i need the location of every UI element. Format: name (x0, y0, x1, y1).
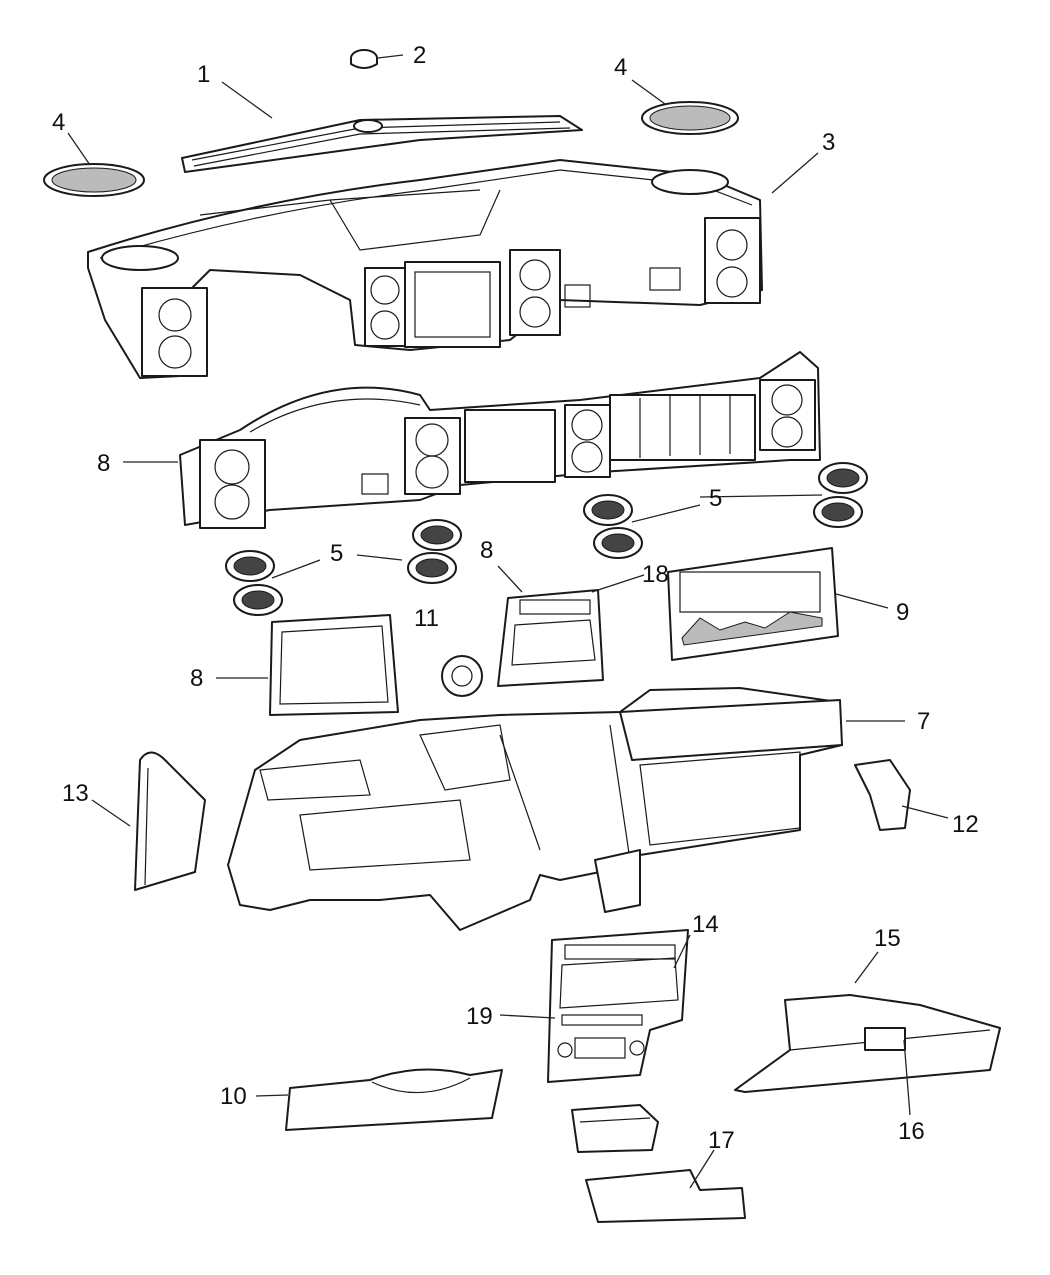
callout-13: 13 (62, 780, 89, 807)
part-trim-panel (667, 547, 839, 661)
callout-labels: 1 2 3 4 4 5 5 7 8 8 8 9 10 11 12 13 14 1… (52, 42, 979, 1154)
part-ignition-bezel (441, 655, 483, 697)
part-instrument-panel-cover (87, 159, 763, 379)
callout-2: 2 (413, 42, 426, 69)
part-air-outlets-right (813, 462, 868, 528)
part-center-stack-bezel (547, 929, 689, 1083)
part-knee-bolster (285, 1068, 503, 1131)
callout-19: 19 (466, 1003, 493, 1030)
part-glove-box (734, 994, 1001, 1093)
callout-14: 14 (692, 911, 719, 938)
part-bracket (854, 759, 911, 831)
part-speaker-grille-left (43, 163, 145, 197)
part-cluster-bezel (269, 614, 399, 716)
callout-8-cluster: 8 (190, 665, 203, 692)
part-instrument-bezel (179, 351, 821, 529)
leader-lines (67, 54, 949, 1189)
callout-7: 7 (917, 708, 930, 735)
callout-17: 17 (708, 1127, 735, 1154)
part-air-outlets-center-left (407, 519, 462, 584)
callout-5-right: 5 (709, 485, 722, 512)
callout-11: 11 (414, 605, 439, 632)
part-cap (350, 49, 378, 69)
part-air-outlets-left (225, 550, 283, 616)
part-duct (571, 1104, 659, 1153)
callout-16: 16 (898, 1118, 925, 1145)
callout-18: 18 (642, 561, 669, 588)
callout-4-right: 4 (614, 54, 627, 81)
callout-1: 1 (197, 61, 210, 88)
callout-8-bezel: 8 (97, 450, 110, 477)
part-end-cap (134, 751, 206, 891)
callout-4-left: 4 (52, 109, 65, 136)
callout-3: 3 (822, 129, 835, 156)
part-air-outlets-center-right (583, 494, 643, 559)
callout-8-center: 8 (480, 537, 493, 564)
part-lower-instrument-panel (227, 687, 843, 931)
part-defroster-grille (181, 115, 583, 173)
callout-12: 12 (952, 811, 979, 838)
callout-15: 15 (874, 925, 901, 952)
part-tray-mat (585, 1169, 746, 1223)
part-speaker-grille-right (641, 101, 739, 135)
part-center-bezel (497, 589, 604, 687)
callout-10: 10 (220, 1083, 247, 1110)
callout-9: 9 (896, 599, 909, 626)
callout-5-left: 5 (330, 540, 343, 567)
